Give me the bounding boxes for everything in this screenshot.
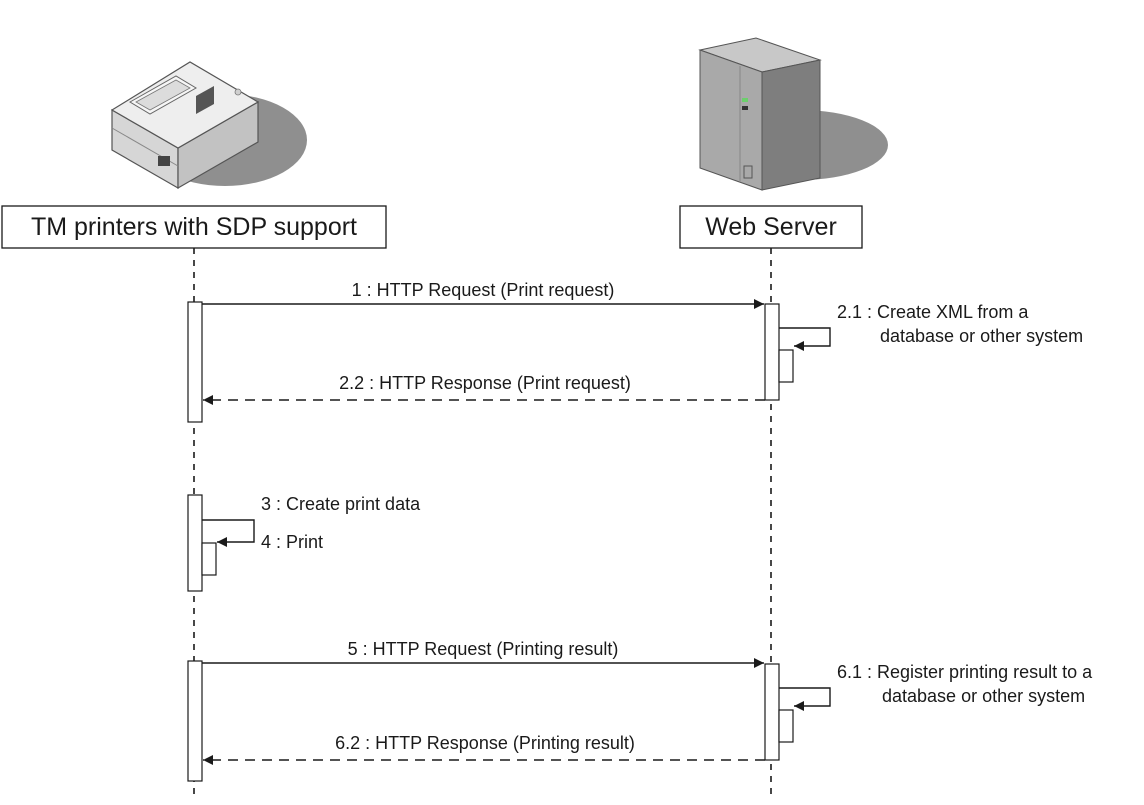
server-activation-1-nested <box>778 349 794 383</box>
message-1: 1 : HTTP Request (Print request) <box>202 280 764 309</box>
server-activation-1 <box>764 303 780 401</box>
server-activation-2 <box>764 663 780 761</box>
message-1-label: 1 : HTTP Request (Print request) <box>352 280 615 300</box>
message-6-1-label-line-2: database or other system <box>882 686 1085 706</box>
server-tower-icon <box>698 37 888 191</box>
message-5: 5 : HTTP Request (Printing result) <box>202 639 764 668</box>
message-2-1-label-line-2: database or other system <box>880 326 1083 346</box>
printer-activation-3 <box>187 660 203 782</box>
message-2-1: 2.1 : Create XML from a database or othe… <box>779 302 1083 351</box>
message-6-2-label: 6.2 : HTTP Response (Printing result) <box>335 733 635 753</box>
message-2-2: 2.2 : HTTP Response (Print request) <box>203 373 765 405</box>
participant-server-label: Web Server <box>705 213 837 241</box>
message-6-1-label-line-1: 6.1 : Register printing result to a <box>837 662 1093 682</box>
message-6-2: 6.2 : HTTP Response (Printing result) <box>203 733 765 765</box>
server-activation-2-nested <box>778 709 794 743</box>
message-3-label: 3 : Create print data <box>261 494 421 514</box>
message-2-1-label-line-1: 2.1 : Create XML from a <box>837 302 1029 322</box>
message-4-label: 4 : Print <box>261 532 323 552</box>
receipt-printer-icon <box>110 61 307 190</box>
message-5-label: 5 : HTTP Request (Printing result) <box>348 639 619 659</box>
participant-printer-label: TM printers with SDP support <box>31 213 357 241</box>
message-2-2-label: 2.2 : HTTP Response (Print request) <box>339 373 631 393</box>
message-3: 3 : Create print data <box>202 494 421 547</box>
message-4: 4 : Print <box>261 532 323 552</box>
participant-server: Web Server <box>679 205 863 249</box>
printer-activation-1 <box>187 301 203 423</box>
participant-printer: TM printers with SDP support <box>1 205 387 249</box>
printer-activation-2-nested <box>201 542 217 576</box>
printer-activation-2 <box>187 494 203 592</box>
message-6-1: 6.1 : Register printing result to a data… <box>779 662 1093 711</box>
